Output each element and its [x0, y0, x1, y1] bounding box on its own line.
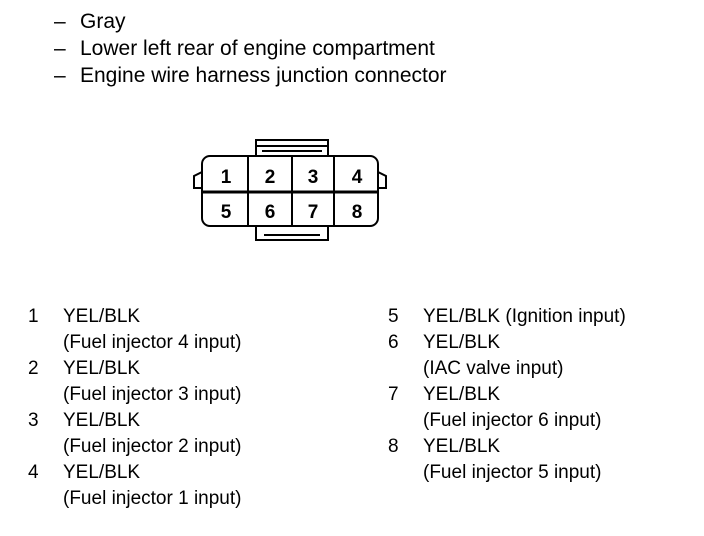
pin-description: (Fuel injector 5 input) — [423, 462, 602, 483]
pin-number: 6 — [388, 332, 399, 353]
pin-number: 7 — [388, 384, 399, 405]
pin-entry-desc: (Fuel injector 3 input) — [28, 382, 241, 408]
pin-entry: 3 YEL/BLK — [28, 408, 241, 434]
pin-8-label: 8 — [352, 202, 363, 223]
info-line-color: –Gray — [54, 8, 447, 35]
info-line-description: –Engine wire harness junction connector — [54, 62, 447, 89]
pin-wire: YEL/BLK (Ignition input) — [423, 306, 626, 327]
pin-wire: YEL/BLK — [423, 436, 501, 457]
connector-latch-top — [255, 139, 329, 157]
pin-entry: 5 YEL/BLK (Ignition input) — [388, 304, 626, 330]
pin-4-label: 4 — [352, 167, 363, 188]
pin-entry-desc: (Fuel injector 6 input) — [388, 408, 626, 434]
dash: – — [54, 10, 66, 33]
pin-description: (Fuel injector 6 input) — [423, 410, 602, 431]
pin-entry: 8 YEL/BLK — [388, 434, 626, 460]
pin-description: (Fuel injector 1 input) — [63, 488, 242, 509]
connector-diagram: 1 2 3 4 5 6 7 8 — [193, 139, 387, 241]
pin-description: (Fuel injector 4 input) — [63, 332, 242, 353]
pin-wire: YEL/BLK — [423, 332, 501, 353]
pin-5-label: 5 — [221, 202, 232, 223]
pin-number: 4 — [28, 462, 39, 483]
pin-wire: YEL/BLK — [423, 384, 501, 405]
pin-2-label: 2 — [265, 167, 276, 188]
pin-number: 5 — [388, 306, 399, 327]
info-text: Lower left rear of engine compartment — [80, 37, 435, 60]
pin-7-label: 7 — [308, 202, 319, 223]
pin-entry: 4 YEL/BLK — [28, 460, 241, 486]
pin-wire: YEL/BLK — [63, 358, 141, 379]
info-text: Engine wire harness junction connector — [80, 64, 447, 87]
pin-description: (IAC valve input) — [423, 358, 564, 379]
pin-wire: YEL/BLK — [63, 462, 141, 483]
pin-description: (Fuel injector 3 input) — [63, 384, 242, 405]
pin-description: (Fuel injector 2 input) — [63, 436, 242, 457]
pin-entry: 7 YEL/BLK — [388, 382, 626, 408]
pin-entry: 1 YEL/BLK — [28, 304, 241, 330]
pin-number: 8 — [388, 436, 399, 457]
pin-1-label: 1 — [221, 167, 232, 188]
pin-entry: 6 YEL/BLK — [388, 330, 626, 356]
info-line-location: –Lower left rear of engine compartment — [54, 35, 447, 62]
connector-latch-bottom — [255, 225, 329, 241]
connector-tab-left — [193, 171, 203, 189]
pin-6-label: 6 — [265, 202, 276, 223]
pin-entry-desc: (Fuel injector 2 input) — [28, 434, 241, 460]
pin-entry: 2 YEL/BLK — [28, 356, 241, 382]
pin-number: 3 — [28, 410, 39, 431]
dash: – — [54, 37, 66, 60]
pin-number: 2 — [28, 358, 39, 379]
pin-wire: YEL/BLK — [63, 306, 141, 327]
connector-info: –Gray –Lower left rear of engine compart… — [54, 8, 447, 89]
pin-number: 1 — [28, 306, 39, 327]
pin-entry-desc: (Fuel injector 4 input) — [28, 330, 241, 356]
pin-entry-desc: (IAC valve input) — [388, 356, 626, 382]
pin-entry-desc: (Fuel injector 1 input) — [28, 486, 241, 512]
pin-wire: YEL/BLK — [63, 410, 141, 431]
connector-tab-right — [377, 171, 387, 189]
info-text: Gray — [80, 10, 126, 33]
dash: – — [54, 64, 66, 87]
pin-entry-desc: (Fuel injector 5 input) — [388, 460, 626, 486]
pin-3-label: 3 — [308, 167, 319, 188]
